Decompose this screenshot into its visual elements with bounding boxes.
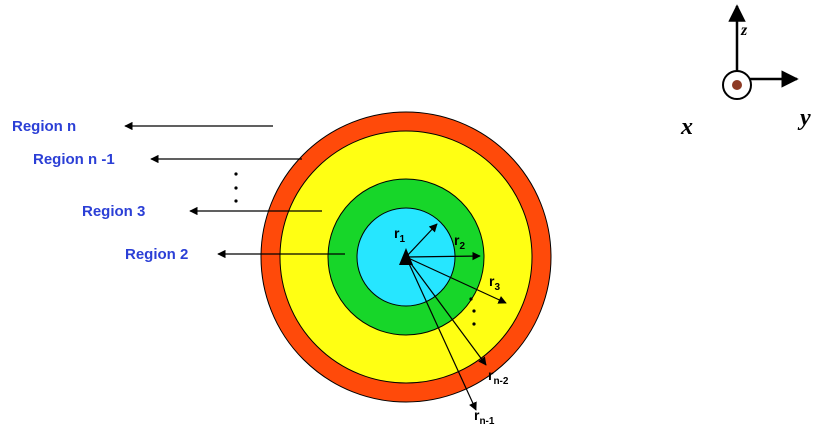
region-2-label: Region 2: [125, 246, 188, 263]
y-axis-label: y: [797, 105, 811, 131]
radius-r1-base: r: [394, 225, 400, 241]
radius-r1-arrow: [405, 223, 438, 258]
radius-r3-label: r3: [489, 273, 500, 293]
radius-r2-label: r2: [454, 232, 465, 252]
radius-rn1-arrow: [405, 256, 477, 411]
radius-rn1-label: rn-1: [474, 407, 495, 427]
radius-ellipsis-dot-3: [472, 322, 476, 326]
radius-r2-arrow: [405, 251, 481, 261]
region-n-minus-1-label: Region n -1: [33, 151, 115, 168]
left-ellipsis-dot-3: [234, 199, 238, 203]
radius-arrows: [405, 223, 507, 411]
radius-rn2-label: rn-2: [488, 367, 509, 387]
radius-r2-sub: 2: [459, 241, 465, 252]
region-pointer-arrows: [124, 121, 345, 259]
radius-r1-sub: 1: [399, 234, 405, 245]
radius-rn1-base: r: [474, 407, 480, 423]
coordinate-axes: z x y: [680, 4, 811, 140]
region-n-label: Region n: [12, 118, 76, 135]
center-triangle-icon: [399, 248, 413, 265]
region-labels: Region n Region n -1 Region 3 Region 2: [12, 118, 188, 263]
radius-rn2-arrow: [405, 256, 487, 366]
ellipsis-dots: [234, 172, 476, 326]
radius-rn1-sub: n-1: [479, 416, 494, 427]
left-ellipsis-dot-1: [234, 172, 238, 176]
radius-r2-base: r: [454, 232, 460, 248]
x-axis-label: x: [680, 114, 693, 140]
radius-labels: r1 r2 r3 rn-2 rn-1: [394, 225, 509, 427]
radius-rn2-base: r: [488, 367, 494, 383]
x-axis-outward-dot-icon: [732, 80, 742, 90]
radius-r3-base: r: [489, 273, 495, 289]
radius-r1-label: r1: [394, 225, 405, 245]
radius-r3-sub: 3: [494, 282, 500, 293]
radius-rn2-sub: n-2: [493, 376, 508, 387]
radius-ellipsis-dot-2: [472, 309, 476, 313]
z-axis-label: z: [740, 22, 748, 39]
region-3-label: Region 3: [82, 203, 145, 220]
left-ellipsis-dot-2: [234, 186, 238, 190]
radius-ellipsis-dot-1: [469, 297, 473, 301]
radius-r3-arrow: [405, 256, 507, 304]
